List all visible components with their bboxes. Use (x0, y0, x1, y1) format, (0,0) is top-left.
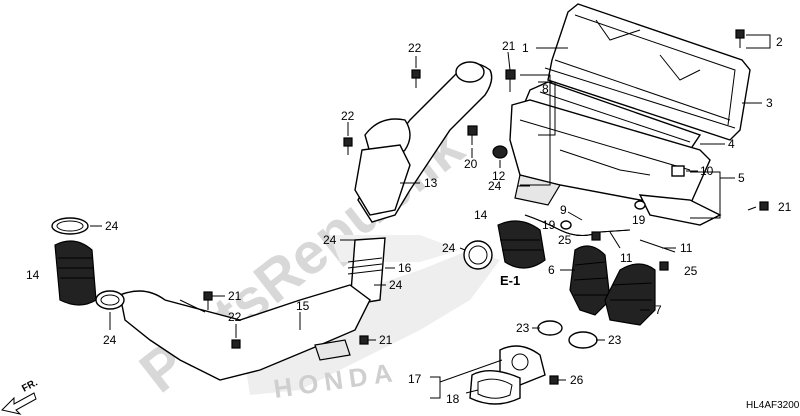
diagram-code: HL4AF3200 (746, 400, 800, 411)
callout-1: 1 (522, 41, 529, 55)
callout-11-left: 11 (620, 251, 633, 265)
grommet-12[interactable] (492, 145, 508, 159)
hose-band-23-left[interactable] (537, 320, 563, 336)
callout-11-right: 11 (680, 241, 693, 255)
callout-24-top-left: 24 (105, 219, 119, 233)
callout-21-lower: 21 (379, 333, 393, 347)
bolt-22-top[interactable] (411, 69, 421, 88)
callout-25-left: 25 (558, 233, 572, 247)
connecting-hose-a[interactable] (569, 245, 611, 316)
callout-16: 16 (398, 261, 412, 275)
callout-4: 4 (728, 137, 735, 151)
clip-25-right[interactable] (659, 261, 669, 271)
clip-10[interactable] (671, 165, 685, 177)
callout-14-left: 14 (26, 268, 40, 282)
callout-numbers: 1 2 3 4 5 6 7 8 9 10 11 11 12 13 14 14 1… (26, 35, 792, 406)
callout-24-bottom-left: 24 (103, 333, 117, 347)
bolt-20[interactable] (467, 125, 478, 145)
callout-13: 13 (424, 176, 438, 190)
front-arrow-label: FR. (20, 377, 40, 394)
callout-26: 26 (570, 373, 584, 387)
callout-10: 10 (700, 164, 714, 178)
callout-24-duct-lower: 24 (389, 278, 403, 292)
connecting-tube[interactable] (347, 237, 386, 306)
callout-22-top: 22 (408, 41, 422, 55)
callout-3: 3 (766, 96, 773, 110)
inlet-boot-right[interactable] (497, 220, 546, 269)
bolt-22-middle[interactable] (343, 137, 353, 155)
callout-12: 12 (492, 169, 506, 183)
callout-25-right: 25 (684, 264, 698, 278)
air-cleaner-bracket[interactable] (638, 194, 722, 226)
leader-lines (90, 34, 771, 399)
callout-19-left: 19 (542, 218, 556, 232)
bolt-22-lower[interactable] (231, 339, 241, 349)
callout-18: 18 (446, 392, 460, 406)
callout-8: 8 (542, 82, 549, 96)
callout-14-right: 14 (474, 208, 488, 222)
inlet-duct-lower[interactable] (119, 284, 371, 381)
air-cleaner-element[interactable] (524, 81, 702, 151)
bolt-21-lower[interactable] (359, 335, 369, 345)
callout-22-middle: 22 (341, 109, 355, 123)
reference-label: E-1 (500, 273, 520, 288)
clip-25-left[interactable] (591, 231, 601, 241)
clip-19-left[interactable] (560, 220, 572, 230)
air-cleaner-seal[interactable] (544, 67, 736, 129)
hose-band-left-top[interactable] (51, 217, 89, 235)
inlet-duct-upper[interactable] (354, 61, 493, 223)
air-cleaner-cover[interactable] (547, 3, 751, 141)
hose-band-center[interactable] (463, 240, 493, 270)
bolt-21-case-top[interactable] (505, 69, 516, 92)
inlet-boot-left[interactable] (54, 240, 97, 306)
bolt-21-right[interactable] (747, 201, 769, 211)
callout-23-right: 23 (608, 333, 622, 347)
callout-24-duct-upper: 24 (323, 233, 337, 247)
callout-22-lower: 22 (228, 310, 242, 324)
clip-19-right[interactable] (634, 200, 646, 210)
callout-21-left: 21 (228, 289, 242, 303)
front-arrow-icon: FR. (1, 377, 40, 415)
flange-gasket[interactable] (469, 370, 521, 405)
air-cleaner-case[interactable] (509, 99, 711, 206)
callout-5: 5 (738, 171, 745, 185)
callout-9: 9 (560, 203, 567, 217)
callout-24-center: 24 (442, 241, 456, 255)
callout-2: 2 (776, 35, 783, 49)
hose-band-left-bottom[interactable] (95, 290, 125, 310)
callout-24-case: 24 (488, 179, 502, 193)
clamp-11-right[interactable] (639, 239, 676, 253)
callout-7: 7 (655, 303, 662, 317)
callout-19-right: 19 (632, 213, 646, 227)
hose-band-23-right[interactable] (568, 331, 598, 349)
callout-21-top: 21 (502, 39, 516, 53)
bolt-26[interactable] (549, 375, 559, 385)
callout-15: 15 (296, 299, 310, 313)
connecting-hose-b[interactable] (604, 263, 656, 326)
callout-21-right: 21 (778, 200, 792, 214)
callout-23-left: 23 (516, 321, 530, 335)
screw-2[interactable] (735, 29, 745, 48)
callout-17: 17 (408, 372, 422, 386)
callout-20: 20 (464, 157, 478, 171)
callout-6: 6 (548, 263, 555, 277)
